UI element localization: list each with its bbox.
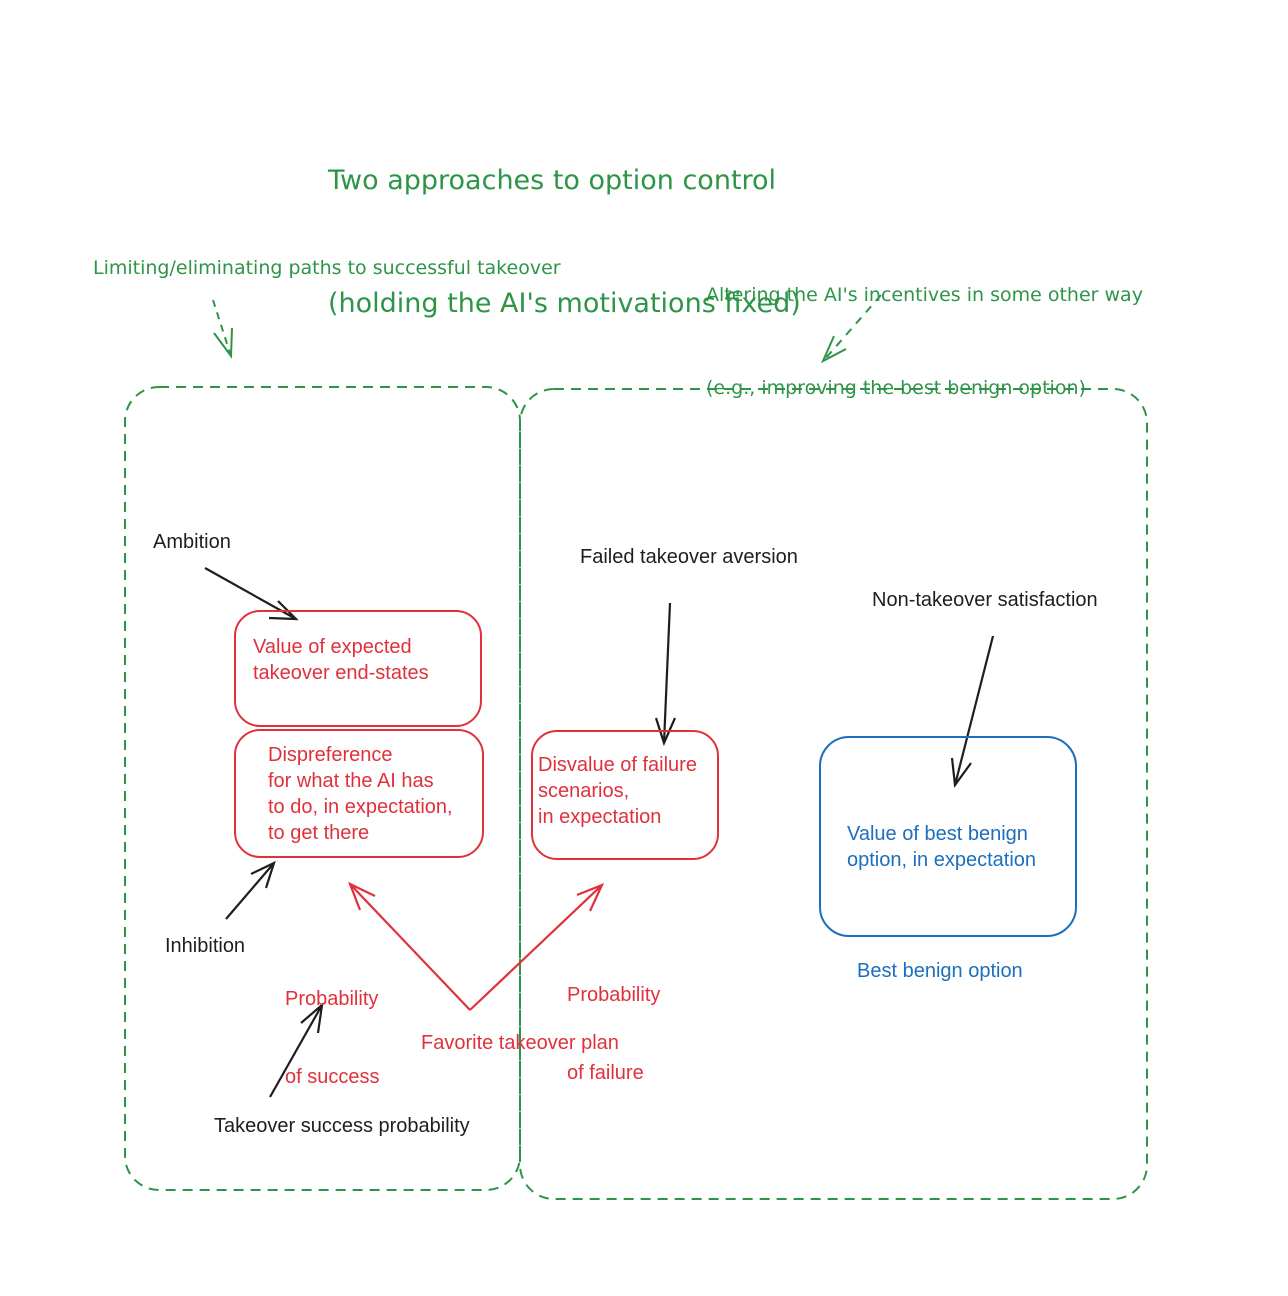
dispreference-line-2: for what the AI has — [268, 770, 434, 792]
right-approach-arrow-icon — [820, 294, 882, 364]
plan-to-failure-arrow-icon — [469, 882, 605, 1011]
best-benign-value-line-1: Value of best benign — [847, 823, 1028, 845]
disvalue-failure-line-1: Disvalue of failure — [538, 754, 697, 776]
title-line-1: Two approaches to option control — [328, 165, 777, 196]
title-line-2: (holding the AI's motivations fixed) — [328, 288, 801, 319]
diagram-title: Two approaches to option control (holdin… — [328, 78, 801, 406]
dispreference-box: Dispreference for what the AI has to do,… — [234, 729, 484, 858]
non-takeover-satisfaction-label: Non-takeover satisfaction — [872, 589, 1098, 611]
value-endstates-line-1: Value of expected — [253, 636, 412, 658]
value-endstates-line-2: takeover end-states — [253, 662, 429, 684]
takeover-success-probability-label: Takeover success probability — [214, 1115, 470, 1137]
right-approach-container — [519, 388, 1148, 1200]
probability-success-line-2: of success — [285, 1066, 380, 1088]
best-benign-value-text: Value of best benign option, in expectat… — [847, 821, 1036, 873]
probability-failure-label: Probability of failure — [567, 930, 660, 1138]
favorite-takeover-plan-label: Favorite takeover plan — [421, 1032, 619, 1054]
right-approach-line-1: Altering the AI's incentives in some oth… — [706, 284, 1143, 306]
non-takeover-satisfaction-arrow-icon — [950, 635, 995, 788]
best-benign-value-box: Value of best benign option, in expectat… — [819, 736, 1077, 937]
left-approach-arrow-icon — [212, 299, 233, 359]
dispreference-line-4: to get there — [268, 822, 370, 844]
plan-to-success-arrow-icon — [347, 881, 471, 1011]
inhibition-arrow-icon — [225, 860, 276, 920]
failed-takeover-aversion-arrow-icon — [654, 602, 677, 747]
probability-success-label: Probability of success — [285, 934, 379, 1142]
probability-failure-line-1: Probability — [567, 984, 661, 1006]
probability-success-line-1: Probability — [285, 988, 379, 1010]
dispreference-text: Dispreference for what the AI has to do,… — [268, 742, 453, 846]
disvalue-failure-box: Disvalue of failure scenarios, in expect… — [531, 730, 719, 860]
value-endstates-text: Value of expected takeover end-states — [253, 634, 429, 686]
left-approach-label: Limiting/eliminating paths to successful… — [93, 257, 561, 279]
dispreference-line-3: to do, in expectation, — [268, 796, 453, 818]
dispreference-line-1: Dispreference — [268, 744, 393, 766]
best-benign-option-label: Best benign option — [857, 960, 1023, 982]
disvalue-failure-text: Disvalue of failure scenarios, in expect… — [538, 752, 697, 830]
inhibition-label: Inhibition — [165, 935, 246, 957]
probability-failure-line-2: of failure — [567, 1062, 644, 1084]
right-approach-line-2: (e.g., improving the best benign option) — [706, 377, 1086, 399]
ambition-label: Ambition — [153, 531, 231, 553]
best-benign-value-line-2: option, in expectation — [847, 849, 1037, 871]
disvalue-failure-line-3: in expectation — [538, 806, 662, 828]
value-endstates-box: Value of expected takeover end-states — [234, 610, 482, 727]
right-approach-label: Altering the AI's incentives in some oth… — [706, 218, 1143, 466]
disvalue-failure-line-2: scenarios, — [538, 780, 630, 802]
takeover-success-probability-arrow-icon — [269, 1002, 324, 1098]
failed-takeover-aversion-label: Failed takeover aversion — [580, 546, 798, 568]
left-approach-container — [124, 386, 521, 1191]
